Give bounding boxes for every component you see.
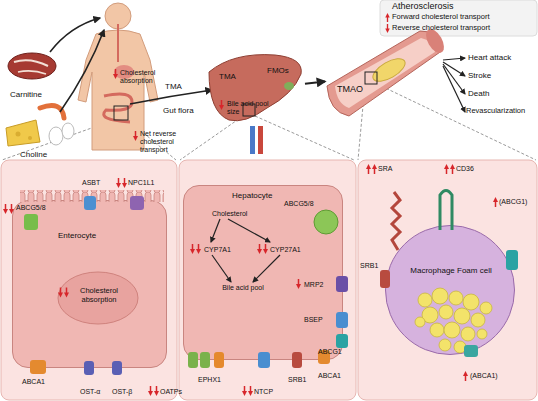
receptor — [392, 192, 400, 250]
label-text: OST-α — [80, 388, 100, 396]
node-text: Bile acid pool — [222, 284, 264, 292]
node-text: TMA — [219, 72, 236, 81]
transporter — [112, 361, 122, 375]
panel — [179, 160, 356, 400]
node-text: Macrophage Foam cell — [406, 266, 496, 275]
label-text: Reverse cholesterol transport — [392, 24, 490, 33]
transporter — [24, 214, 38, 230]
label-text: OATPs — [160, 388, 182, 396]
label-text: SRB1 — [288, 376, 306, 384]
node-text: Bile acid pool size — [227, 100, 273, 116]
label-text: NPC1L1 — [128, 179, 154, 187]
node-text: Cholesterol — [212, 210, 247, 218]
node-text: Cholesterol absorption — [71, 287, 127, 304]
node-text: CYP27A1 — [270, 246, 301, 254]
label-text: SRB1 — [360, 262, 378, 270]
node-text: BSEP — [304, 316, 323, 324]
label-text: ABCG5/8 — [16, 204, 46, 212]
node-text: Hepatocyte — [232, 191, 272, 200]
label-text: SRA — [378, 165, 392, 173]
label-text: Atherosclerosis — [392, 1, 454, 11]
label-text: (ABCA1) — [470, 372, 498, 380]
label-text: ABCG1 — [318, 348, 342, 356]
node-text: FMOs — [267, 66, 289, 75]
transporter — [506, 250, 518, 270]
label-text: ASBT — [82, 179, 100, 187]
label-text: Gut flora — [163, 106, 194, 115]
label-text: (ABCG1) — [499, 198, 527, 206]
transporter — [84, 196, 96, 210]
label-text: CD36 — [456, 165, 474, 173]
panel — [358, 160, 537, 400]
node-text: MRP2 — [304, 281, 323, 289]
label-text: NTCP — [254, 388, 273, 396]
zoom-panels — [1, 160, 537, 400]
label-text: TMA — [165, 82, 182, 91]
food-items — [6, 53, 74, 146]
transporter — [130, 196, 144, 210]
label-text: Death — [468, 89, 489, 98]
node-text: ABCG5/8 — [284, 200, 314, 208]
artery-shape — [325, 28, 445, 120]
artery-vessel: TMAO — [325, 28, 445, 120]
human-body — [78, 3, 158, 150]
label-text: Stroke — [468, 71, 491, 80]
label-text: Cholesterol absorption — [120, 69, 168, 85]
label-text: Forward cholesterol transport — [392, 13, 490, 22]
label-text: OST-β — [112, 388, 132, 396]
label-text: Choline — [20, 150, 47, 159]
node-text: CYP7A1 — [204, 246, 231, 254]
label-text: Heart attack — [468, 53, 511, 62]
transporter — [464, 345, 478, 357]
outcome-arrows — [443, 58, 465, 112]
label-text: Net reverse cholesterol transport — [140, 130, 200, 154]
label-text: Revascularization — [466, 107, 525, 116]
panel — [1, 160, 177, 400]
label-text: ABCA1 — [318, 372, 341, 380]
portal-vessels — [250, 126, 263, 154]
label-text: EPHX1 — [198, 376, 221, 384]
label-text: ABCA1 — [22, 378, 45, 386]
legend-box — [380, 0, 537, 36]
transporter — [84, 361, 94, 375]
node-text: TMAO — [337, 84, 363, 94]
label-text: Carnitine — [10, 90, 42, 99]
arrow-connector — [305, 81, 325, 83]
liver-shape — [205, 50, 305, 130]
transporter — [30, 360, 46, 374]
liver-organ: TMA FMOsBile acid pool size — [205, 50, 305, 130]
transporter — [380, 270, 390, 288]
node-text: Enterocyte — [58, 231, 96, 240]
foam-cell-details — [380, 191, 518, 358]
flow-arrows — [50, 18, 212, 112]
